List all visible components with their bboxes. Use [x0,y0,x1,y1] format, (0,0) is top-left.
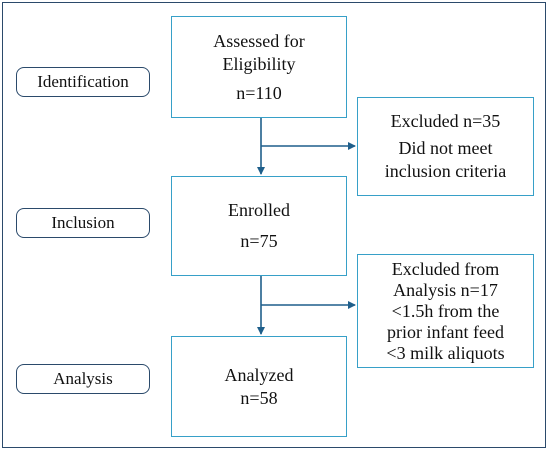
excluded-2-line-5: <3 milk aliquots [386,342,505,363]
assessed-line-2: Eligibility [222,53,296,74]
stage-analysis: Analysis [16,364,150,394]
diagram-frame [2,2,546,448]
analyzed-label: Analyzed [224,364,294,385]
analyzed-box: Analyzed n=58 [171,336,347,437]
stage-identification: Identification [16,67,150,97]
enrolled-box: Enrolled n=75 [171,176,347,276]
excluded-2-line-1: Excluded from [391,258,500,279]
assessed-box: Assessed for Eligibility n=110 [171,16,347,118]
excluded-1-line-3: inclusion criteria [384,161,507,181]
analyzed-count: n=58 [240,387,278,408]
assessed-line-1: Assessed for [213,30,305,51]
assessed-count: n=110 [236,82,282,103]
excluded-1-line-1: Excluded n=35 [390,111,501,131]
excluded-2-line-4: prior infant feed [387,321,504,342]
stage-inclusion-label: Inclusion [51,213,115,232]
excluded-2-line-3: <1.5h from the [391,300,500,321]
enrolled-label: Enrolled [228,200,290,220]
excluded-box-1: Excluded n=35 Did not meet inclusion cri… [357,97,534,196]
stage-analysis-label: Analysis [53,369,113,388]
excluded-box-2: Excluded from Analysis n=17 <1.5h from t… [357,254,534,368]
stage-inclusion: Inclusion [16,208,150,238]
enrolled-count: n=75 [240,231,278,251]
stage-identification-label: Identification [37,72,129,91]
excluded-1-line-2: Did not meet [398,138,493,158]
excluded-2-line-2: Analysis n=17 [393,279,498,300]
